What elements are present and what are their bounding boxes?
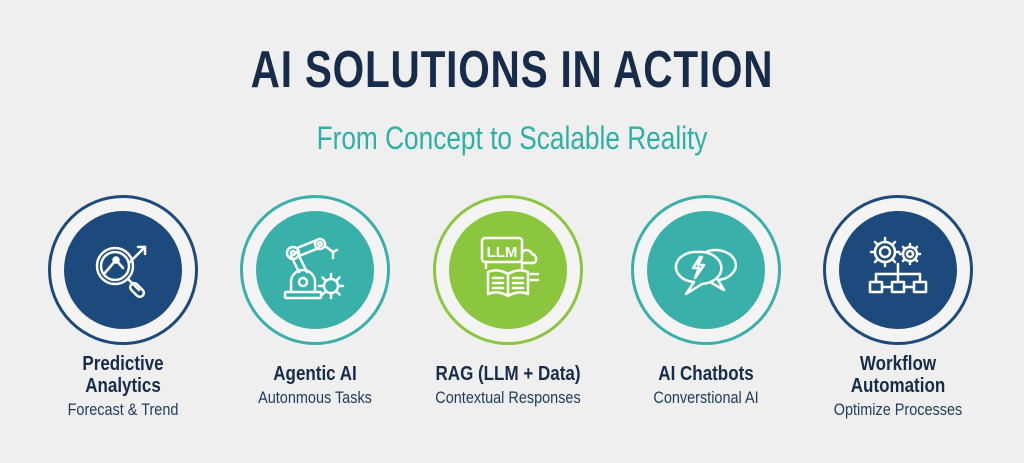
gears-flowchart-icon: [868, 236, 928, 294]
solution-card-rag: LLM RAG (LLM + Data) Contextual Response…: [418, 195, 598, 409]
solution-name: RAG (LLM + Data): [435, 363, 581, 385]
llm-book-cloud-icon: LLM: [480, 236, 540, 298]
chat-bubbles-lightning-icon: [674, 248, 737, 296]
icon-disc: [256, 211, 374, 329]
robot-arm-gear-icon: [283, 237, 345, 300]
icon-ring: LLM: [433, 195, 583, 345]
icon-ring: [240, 195, 390, 345]
icon-ring: [631, 195, 781, 345]
solution-card-predictive-analytics: Predictive Analytics Forecast & Trend: [33, 195, 213, 421]
icon-disc: [839, 211, 957, 329]
solution-name-line2: Analytics: [85, 375, 161, 397]
magnifier-chart-icon: [95, 245, 147, 299]
solution-desc: Forecast & Trend: [67, 400, 179, 419]
solution-name-line2: Automation: [850, 375, 946, 397]
solution-name: AI Chatbots: [658, 363, 754, 385]
icon-disc: [64, 211, 182, 329]
solution-name: Workflow: [859, 353, 937, 375]
llm-label: LLM: [487, 244, 518, 261]
solution-name: Agentic AI: [273, 363, 357, 385]
solution-desc: Contextual Responses: [435, 388, 581, 407]
icon-ring: [823, 195, 973, 345]
solution-card-ai-chatbots: AI Chatbots Converstional AI: [616, 195, 796, 409]
solution-name: Predictive: [82, 353, 164, 375]
icon-disc: [647, 211, 765, 329]
solution-desc: Autonmous Tasks: [258, 388, 372, 407]
solution-desc: Optimize Processes: [833, 400, 963, 419]
solution-desc: Converstional AI: [653, 388, 759, 407]
icon-disc: LLM: [449, 211, 567, 329]
page-subtitle: From Concept to Scalable Reality: [316, 120, 708, 156]
solution-card-workflow-automation: Workflow Automation Optimize Processes: [808, 195, 988, 421]
solution-card-agentic-ai: Agentic AI Autonmous Tasks: [225, 195, 405, 409]
icon-ring: [48, 195, 198, 345]
page-title: AI SOLUTIONS IN ACTION: [250, 41, 774, 99]
